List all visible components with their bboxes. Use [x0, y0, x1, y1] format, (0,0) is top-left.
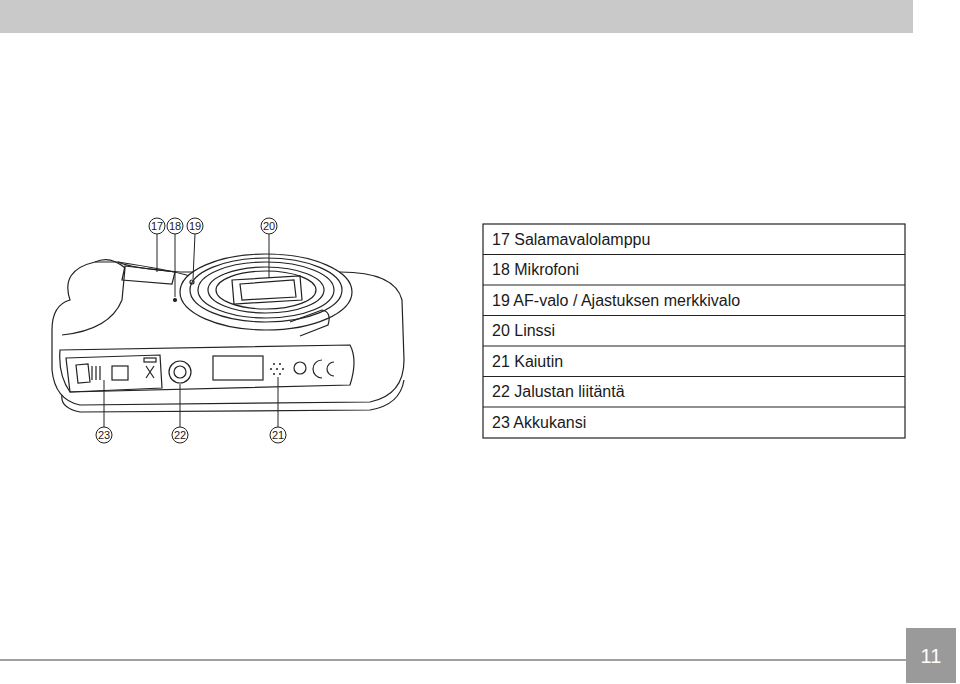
- table-cell: 18 Mikrofoni: [492, 262, 579, 278]
- page-number-box: 11: [906, 628, 956, 683]
- legend-table: [483, 224, 905, 438]
- page-number: 11: [921, 646, 942, 666]
- table-cell: 19 AF-valo / Ajastuksen merkkivalo: [492, 293, 740, 309]
- table-cell: 17 Salamavalolamppu: [492, 232, 650, 248]
- table-cell: 22 Jalustan liitäntä: [492, 384, 625, 400]
- camera-body: [52, 254, 404, 412]
- callout-number: 17: [151, 221, 163, 232]
- callout-number: 20: [263, 221, 275, 232]
- table-cell: 20 Linssi: [492, 323, 555, 339]
- callout-number: 21: [272, 430, 284, 441]
- footer-line: [0, 659, 906, 661]
- callout-number: 23: [98, 430, 110, 441]
- callout-number: 22: [174, 430, 186, 441]
- table-cell: 23 Akkukansi: [492, 415, 586, 431]
- callout-number: 19: [189, 221, 201, 232]
- callouts: [96, 218, 286, 443]
- table-cell: 21 Kaiutin: [492, 354, 563, 370]
- callout-number: 18: [169, 221, 181, 232]
- header-bar: [0, 0, 913, 33]
